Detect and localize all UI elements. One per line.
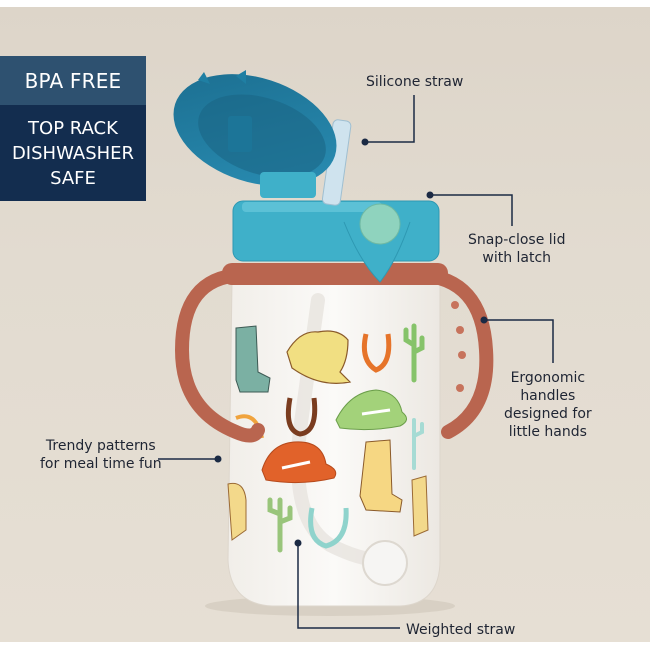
callout-text: Silicone straw [366, 74, 464, 90]
callout-ergonomic-handles: Ergonomic handles designed for little ha… [504, 369, 592, 441]
callout-text: handles [520, 388, 576, 404]
callout-snap-close-lid: Snap-close lid with latch [468, 231, 565, 267]
dishwasher-safe-badge: TOP RACK DISHWASHER SAFE [0, 105, 146, 201]
dishwasher-line-3: SAFE [50, 167, 96, 189]
callout-trendy-patterns: Trendy patterns for meal time fun [40, 437, 162, 473]
collar-ring [222, 263, 448, 285]
product-image-background: BPA FREE TOP RACK DISHWASHER SAFE Silico… [0, 7, 650, 642]
callout-text: Trendy patterns [45, 438, 156, 454]
flip-lid [173, 70, 337, 198]
dishwasher-line-2: DISHWASHER [11, 142, 135, 164]
latch [343, 203, 411, 283]
dishwasher-line-1: TOP RACK [28, 117, 118, 139]
feature-badge: BPA FREE TOP RACK DISHWASHER SAFE [0, 56, 146, 201]
callout-text: little hands [508, 424, 587, 440]
callout-text: for meal time fun [40, 456, 162, 472]
callout-silicone-straw: Silicone straw [366, 73, 463, 91]
bpa-free-badge: BPA FREE [0, 56, 146, 105]
bpa-free-label: BPA FREE [24, 68, 122, 93]
callout-weighted-straw: Weighted straw [406, 621, 515, 639]
callout-text: Snap-close lid [468, 232, 566, 248]
callout-text: Ergonomic [510, 370, 586, 386]
cowboy-pattern [227, 323, 429, 553]
callout-text: Weighted straw [406, 622, 516, 638]
callout-text: designed for [504, 406, 592, 422]
callout-text: with latch [482, 250, 552, 266]
lid-base [232, 200, 440, 262]
